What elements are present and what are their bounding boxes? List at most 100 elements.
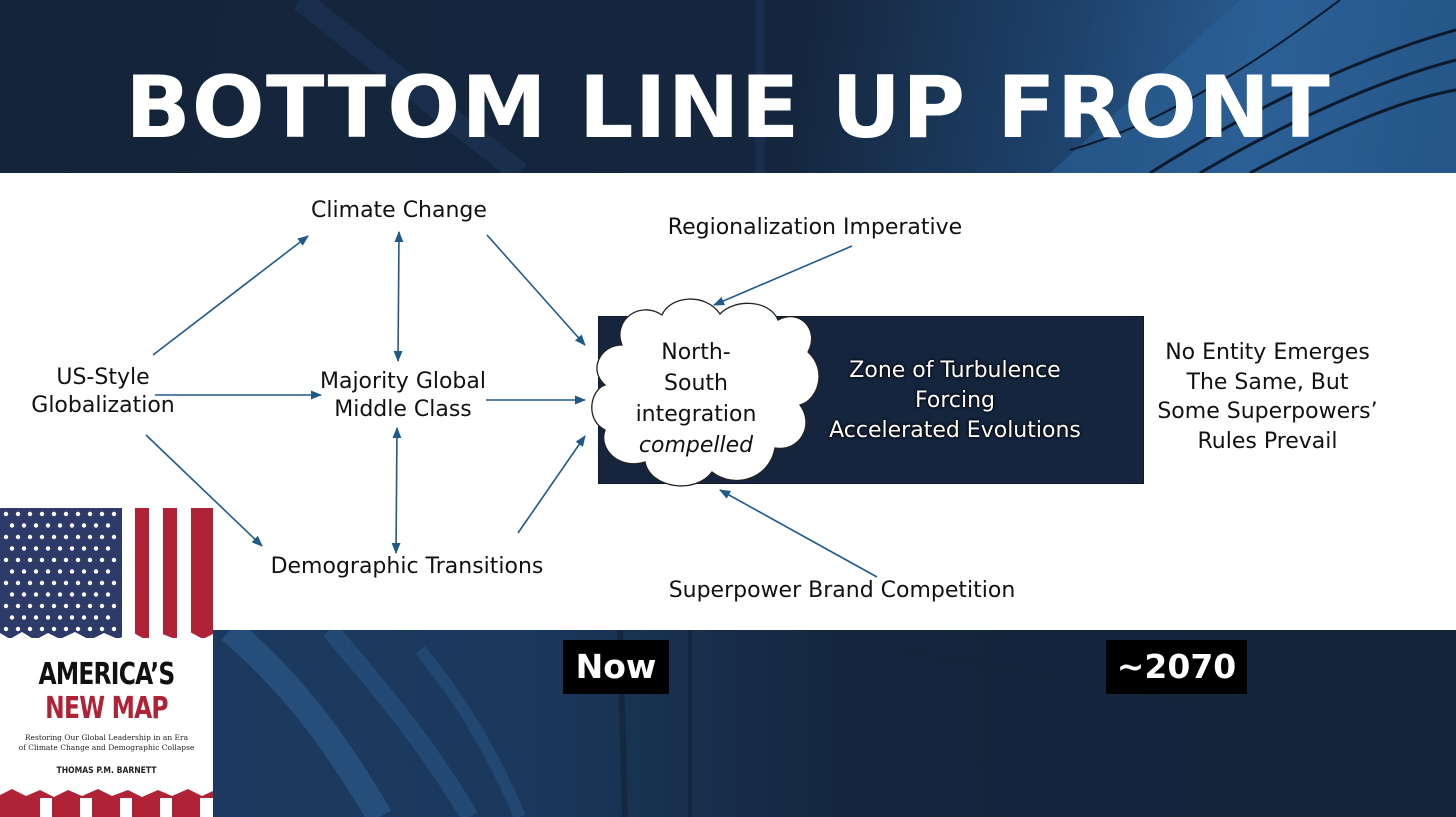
flag-star <box>111 557 117 563</box>
flag-star <box>9 592 15 597</box>
flag-star <box>15 603 21 609</box>
flag-star <box>81 523 87 528</box>
arrow-climate-middle-class <box>393 230 404 363</box>
flag-star <box>99 534 105 540</box>
flag-star <box>39 534 45 540</box>
flag-star <box>9 569 15 574</box>
arrow-demographic-to-zone <box>517 435 586 534</box>
flag-star <box>27 511 33 517</box>
flag-star <box>51 603 57 609</box>
flag-star <box>27 626 33 632</box>
flag-star <box>69 569 75 574</box>
flag-star <box>81 592 87 597</box>
flag-star <box>27 557 33 563</box>
flag-star <box>63 626 69 632</box>
arrow-us-to-climate <box>152 235 309 356</box>
arrow-regionalization-to-cloud <box>712 245 853 306</box>
book-cover: AMERICA’S NEW MAP Restoring Our Global L… <box>0 508 213 817</box>
flag-star <box>111 534 117 540</box>
flag-star <box>87 603 93 609</box>
flag-star <box>9 523 15 528</box>
node-regionalization-imperative: Regionalization Imperative <box>667 215 963 240</box>
node-majority-global-middle-class: Majority Global Middle Class <box>319 369 486 422</box>
flag-star <box>39 580 45 586</box>
flag-star <box>69 592 75 597</box>
timeline-end-label: ~2070 <box>1106 640 1247 694</box>
flag-star <box>105 546 111 551</box>
flag-star <box>93 615 99 620</box>
flag-star <box>81 615 87 620</box>
flag-star <box>105 569 111 574</box>
flag-star <box>27 603 33 609</box>
flag-star <box>99 603 105 609</box>
flag-star <box>69 615 75 620</box>
flag-star <box>3 580 9 586</box>
flag-star <box>93 592 99 597</box>
flag-star <box>63 534 69 540</box>
flag-star <box>111 580 117 586</box>
flag-star <box>63 557 69 563</box>
node-superpower-brand-competition: Superpower Brand Competition <box>668 578 1016 603</box>
flag-graphic <box>0 508 213 817</box>
flag-star <box>75 626 81 632</box>
flag-star <box>45 523 51 528</box>
flag-star <box>93 569 99 574</box>
cloud-shape <box>591 298 820 487</box>
arrow-us-to-demographic <box>145 434 263 547</box>
title-banner: BOTTOM LINE UP FRONT <box>0 0 1456 173</box>
flag-star <box>87 511 93 517</box>
flag-star <box>21 523 27 528</box>
flag-star <box>51 580 57 586</box>
flag-star <box>9 615 15 620</box>
flag-star <box>21 615 27 620</box>
timeline-start-label: Now <box>563 640 669 694</box>
arrow-middle-class-demographic <box>391 426 402 555</box>
flag-star <box>3 603 9 609</box>
flag-star <box>57 546 63 551</box>
flag-star <box>75 603 81 609</box>
flag-star <box>45 569 51 574</box>
book-author: THOMAS P.M. BARNETT <box>56 766 157 776</box>
flag-star <box>75 580 81 586</box>
arrow-superpower-to-cloud <box>719 489 878 578</box>
flag-star <box>33 523 39 528</box>
flag-star <box>87 557 93 563</box>
flag-star <box>39 626 45 632</box>
flag-star <box>39 511 45 517</box>
flag-star <box>3 511 9 517</box>
flag-star <box>87 534 93 540</box>
banner-decoration <box>293 0 1456 173</box>
zone-of-turbulence-text: Zone of Turbulence Forcing Accelerated E… <box>829 358 1081 443</box>
flag-star <box>105 592 111 597</box>
flag-star <box>99 557 105 563</box>
node-demographic-transitions: Demographic Transitions <box>270 554 544 579</box>
flag-star <box>51 534 57 540</box>
flag-star <box>63 511 69 517</box>
flag-star <box>75 534 81 540</box>
flag-star <box>3 626 9 632</box>
flag-star <box>3 557 9 563</box>
flag-star <box>33 592 39 597</box>
flag-star <box>45 592 51 597</box>
flag-star <box>51 557 57 563</box>
flag-star <box>75 557 81 563</box>
flag-star <box>69 546 75 551</box>
flag-star <box>21 546 27 551</box>
flag-star <box>45 615 51 620</box>
flag-star <box>39 557 45 563</box>
flag-star <box>21 592 27 597</box>
cloud-north-south-integration: North- South integration compelled <box>635 340 757 458</box>
flag-star <box>45 546 51 551</box>
flag-star <box>27 580 33 586</box>
node-climate-change: Climate Change <box>311 198 487 223</box>
flag-star <box>57 569 63 574</box>
flag-star <box>75 511 81 517</box>
flag-star <box>93 523 99 528</box>
flag-star <box>15 626 21 632</box>
flag-star <box>111 511 117 517</box>
flag-star <box>15 557 21 563</box>
book-title-line2: NEW MAP <box>45 691 168 726</box>
flag-star <box>99 626 105 632</box>
flag-star <box>15 580 21 586</box>
flag-star <box>33 546 39 551</box>
